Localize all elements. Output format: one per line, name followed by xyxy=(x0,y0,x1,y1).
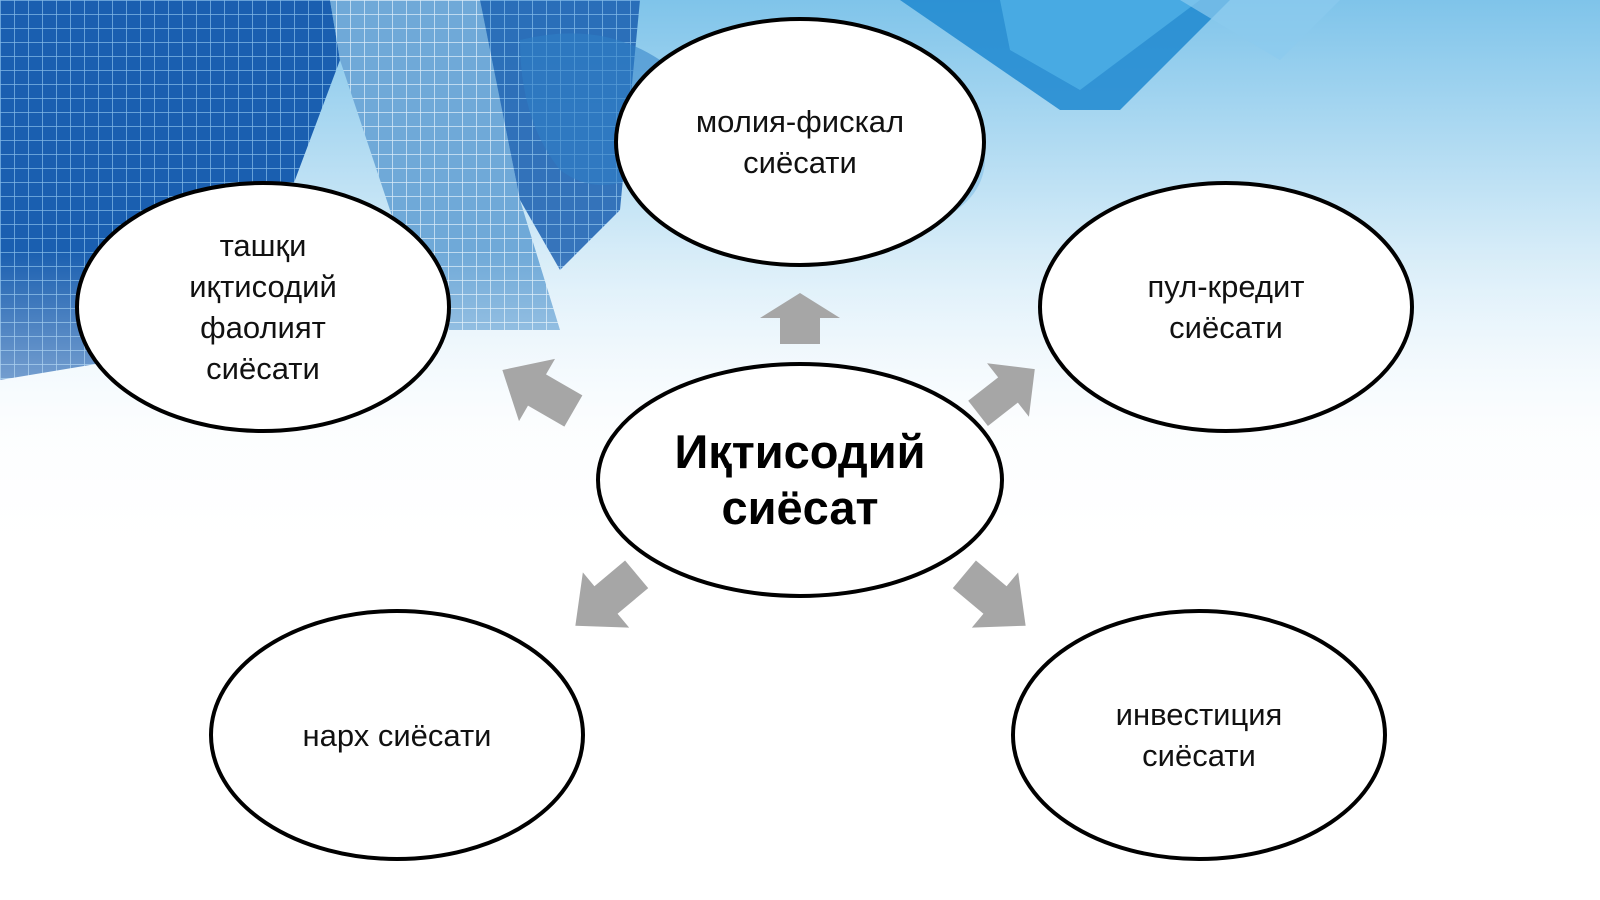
node-top-shape xyxy=(614,17,986,267)
node-top-left-label: ташқи иқтисодий фаолият сиёсати xyxy=(189,228,337,386)
node-bottom-right-shape xyxy=(1011,609,1387,861)
arrow-up-left xyxy=(502,358,583,427)
node-bottom-left-shape xyxy=(209,609,585,861)
arrow-up xyxy=(760,293,840,344)
arrow-down-right xyxy=(952,560,1026,628)
node-top-right-shape xyxy=(1038,181,1414,433)
node-top-left-shape xyxy=(75,181,451,433)
node-bottom-right-label: инвестиция сиёсати xyxy=(1115,697,1283,773)
center-node-shape xyxy=(596,362,1004,598)
center-node-label: Иқтисодий сиёсат xyxy=(674,425,926,534)
node-bottom-left-label: нарх сиёсати xyxy=(302,717,492,753)
node-top-right-label: пул-кредит сиёсати xyxy=(1147,269,1305,345)
arrow-up-right xyxy=(968,363,1035,427)
node-top-label: молия-фискал сиёсати xyxy=(695,104,905,180)
arrow-down-left xyxy=(575,560,649,628)
